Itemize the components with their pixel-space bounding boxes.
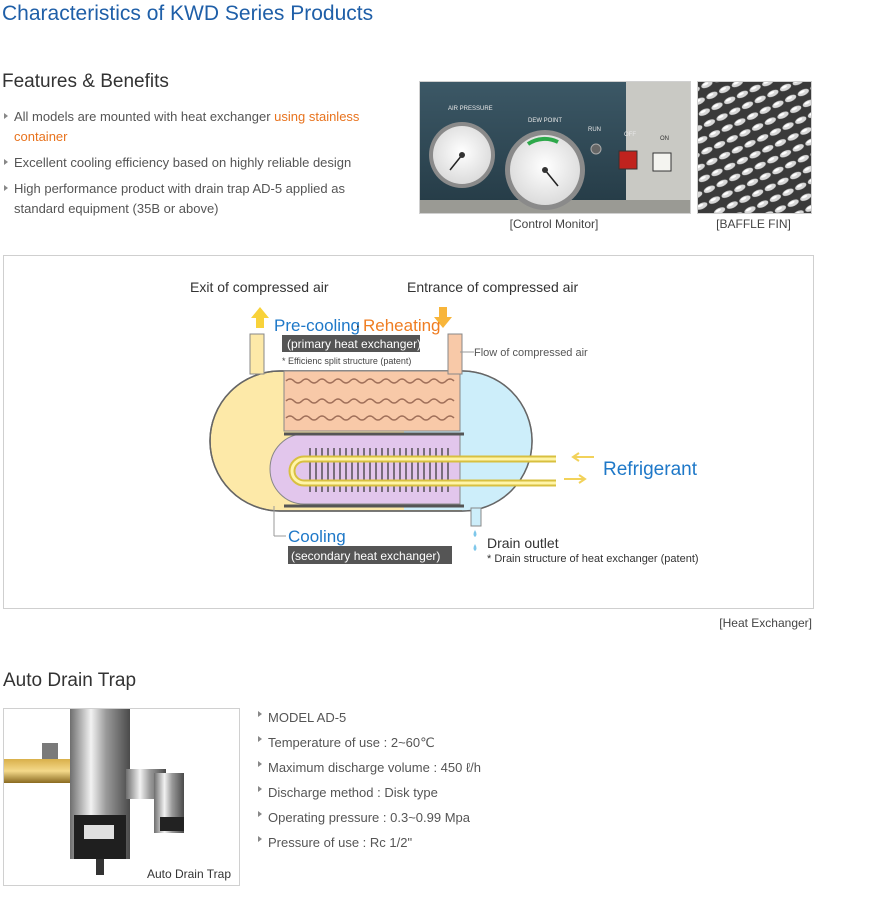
exit-label: Exit of compressed air <box>190 279 329 295</box>
dew-point-label: DEW POINT <box>528 118 562 124</box>
feature-text: High performance product with drain trap… <box>14 181 345 216</box>
spec-item: Discharge method : Disk type <box>256 780 656 805</box>
drain-structure-note: * Drain structure of heat exchanger (pat… <box>487 553 699 565</box>
page-title: Characteristics of KWD Series Products <box>2 2 374 25</box>
spec-item: Pressure of use : Rc 1/2" <box>256 830 656 855</box>
feature-text: Excellent cooling efficiency based on hi… <box>14 155 352 170</box>
heat-exchanger-diagram: Exit of compressed air Entrance of compr… <box>3 255 814 609</box>
baffle-fin-photo <box>697 81 812 214</box>
secondary-exchanger-label: (secondary heat exchanger) <box>291 549 440 563</box>
spec-item: Operating pressure : 0.3~0.99 Mpa <box>256 805 656 830</box>
baffle-fin-caption: [BAFFLE FIN] <box>716 217 791 231</box>
separator-dot: · <box>355 316 361 335</box>
spec-item: Temperature of use : 2~60℃ <box>256 730 656 755</box>
spec-item: Maximum discharge volume : 450 ℓ/h <box>256 755 656 780</box>
control-monitor-caption: [Control Monitor] <box>509 217 599 231</box>
features-heading: Features & Benefits <box>2 71 169 92</box>
drain-trap-photo-label: Auto Drain Trap <box>146 867 231 881</box>
split-structure-note: * Efficienc split structure (patent) <box>282 356 411 366</box>
precooling-label: Pre-cooling <box>274 316 360 335</box>
feature-item: Excellent cooling efficiency based on hi… <box>2 153 372 173</box>
feature-item: All models are mounted with heat exchang… <box>2 107 372 147</box>
spec-item: MODEL AD-5 <box>256 705 656 730</box>
drain-trap-specs: MODEL AD-5 Temperature of use : 2~60℃ Ma… <box>256 705 656 855</box>
feature-item: High performance product with drain trap… <box>2 179 372 219</box>
refrigerant-label: Refrigerant <box>603 459 698 480</box>
cooling-label: Cooling <box>288 527 346 546</box>
primary-exchanger-label: (primary heat exchanger) <box>287 337 421 351</box>
feature-text: All models are mounted with heat exchang… <box>14 109 275 124</box>
run-label: RUN <box>588 127 601 133</box>
control-monitor-photo: AIR PRESSURE DEW POINT RUN OFF ON <box>419 81 691 214</box>
drain-outlet-label: Drain outlet <box>487 535 559 551</box>
entrance-label: Entrance of compressed air <box>407 279 579 295</box>
flow-label: Flow of compressed air <box>474 347 588 359</box>
heat-exchanger-caption: [Heat Exchanger] <box>719 616 812 630</box>
feature-highlight: using stainless container <box>14 109 360 144</box>
features-list: All models are mounted with heat exchang… <box>2 107 372 219</box>
drain-trap-heading: Auto Drain Trap <box>3 670 137 691</box>
off-label: OFF <box>624 132 636 138</box>
reheating-label: Reheating <box>363 316 441 335</box>
drain-trap-photo: Auto Drain Trap <box>3 708 240 886</box>
air-pressure-label: AIR PRESSURE <box>448 106 493 112</box>
on-label: ON <box>660 136 669 142</box>
